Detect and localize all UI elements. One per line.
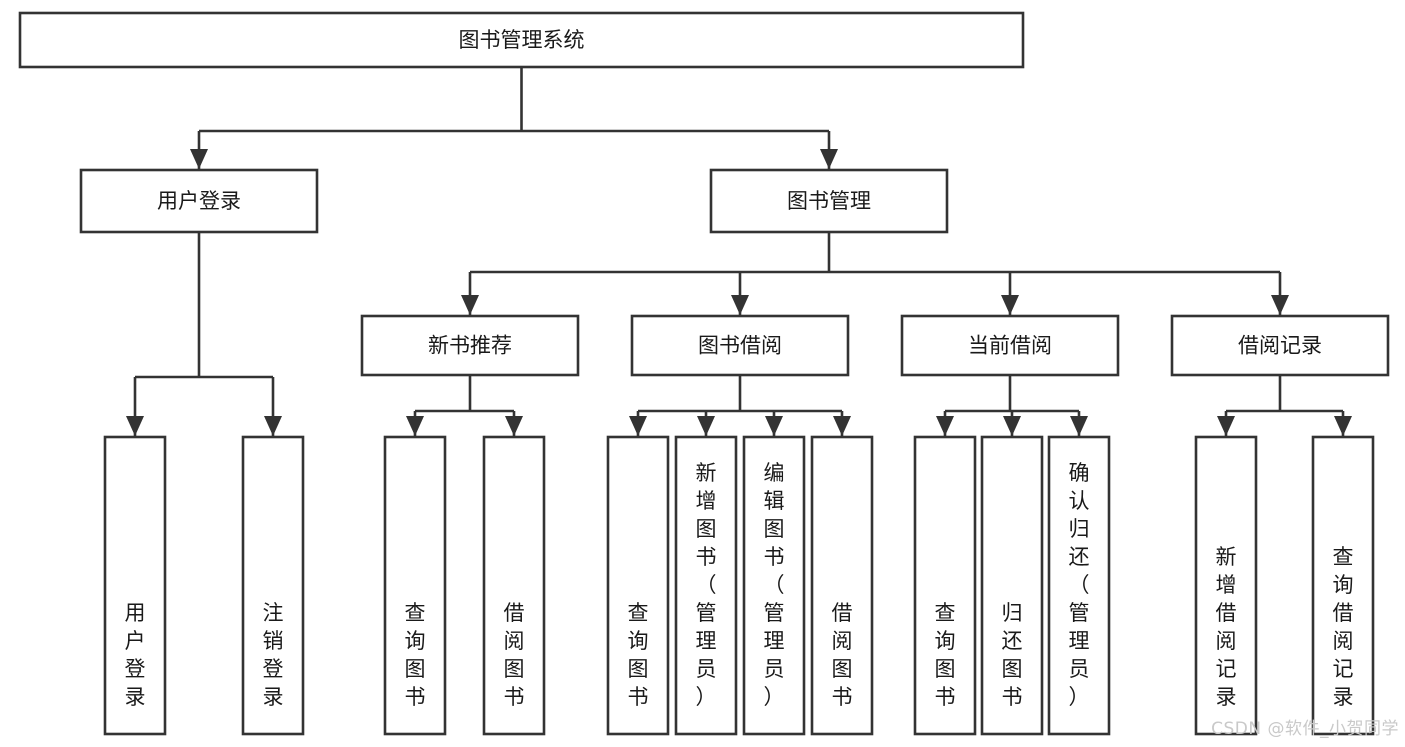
node-leaf-return-book-box — [980, 435, 1044, 736]
root-to-level2-arrow — [190, 149, 208, 169]
node-leaf-edit-book-label: 编辑图书（管理员） — [764, 461, 785, 709]
csdn-watermark: CSDN @软件_小贺同学 — [1211, 719, 1399, 739]
node-leaf-add-book[interactable]: 新增图书（管理员） — [674, 435, 738, 736]
node-leaf-borrow-book-recommend-label: 借阅图书 — [504, 601, 525, 709]
node-leaf-query-record-box — [1311, 435, 1375, 736]
node-leaf-confirm-return-label: 确认归还（管理员） — [1069, 461, 1090, 709]
node-leaf-logout-label: 注销登录 — [263, 601, 284, 709]
node-current-borrow-label: 当前借阅 — [968, 334, 1052, 358]
node-leaf-add-record[interactable]: 新增借阅记录 — [1194, 435, 1258, 736]
node-current-borrow[interactable]: 当前借阅 — [900, 314, 1120, 377]
node-leaf-return-book[interactable]: 归还图书 — [980, 435, 1044, 736]
node-leaf-confirm-return-box — [1047, 435, 1111, 736]
node-leaf-add-book-label: 新增图书（管理员） — [696, 461, 717, 709]
node-leaf-logout-box — [241, 435, 305, 736]
node-leaf-query-book-current[interactable]: 查询图书 — [913, 435, 977, 736]
node-book-borrow[interactable]: 图书借阅 — [630, 314, 850, 377]
node-new-book-recommend[interactable]: 新书推荐 — [360, 314, 580, 377]
node-root[interactable]: 图书管理系统 — [18, 11, 1025, 69]
node-root-label: 图书管理系统 — [459, 28, 585, 52]
node-borrow-record-box — [1170, 314, 1390, 377]
root-to-level2-arrow — [820, 149, 838, 169]
node-leaf-logout[interactable]: 注销登录 — [241, 435, 305, 736]
node-leaf-query-book-borrow[interactable]: 查询图书 — [606, 435, 670, 736]
node-leaf-query-record[interactable]: 查询借阅记录 — [1311, 435, 1375, 736]
node-leaf-user-login[interactable]: 用户登录 — [103, 435, 167, 736]
borrow-record-to-leaves-arrow — [1217, 416, 1235, 436]
node-leaf-edit-book-box — [742, 435, 806, 736]
node-leaf-add-record-label: 新增借阅记录 — [1216, 545, 1237, 709]
node-leaf-borrow-book-recommend[interactable]: 借阅图书 — [482, 435, 546, 736]
connector-layer — [126, 67, 1352, 436]
node-root-box — [18, 11, 1025, 69]
node-leaf-borrow-book-recommend-box — [482, 435, 546, 736]
node-new-book-recommend-label: 新书推荐 — [428, 334, 512, 358]
node-leaf-edit-book[interactable]: 编辑图书（管理员） — [742, 435, 806, 736]
node-leaf-borrow-book[interactable]: 借阅图书 — [810, 435, 874, 736]
node-user-login-label: 用户登录 — [157, 189, 241, 213]
node-book-management-label: 图书管理 — [787, 189, 871, 213]
node-book-borrow-box — [630, 314, 850, 377]
node-leaf-return-book-label: 归还图书 — [1002, 601, 1023, 709]
node-book-management-box — [709, 168, 949, 234]
node-leaf-confirm-return[interactable]: 确认归还（管理员） — [1047, 435, 1111, 736]
book-management-to-level3-arrow — [731, 295, 749, 315]
node-user-login-box — [79, 168, 319, 234]
node-leaf-query-book-borrow-label: 查询图书 — [628, 601, 649, 709]
node-leaf-query-book-recommend-label: 查询图书 — [405, 601, 426, 709]
book-management-to-level3-arrow — [461, 295, 479, 315]
node-leaf-query-book-borrow-box — [606, 435, 670, 736]
node-user-login[interactable]: 用户登录 — [79, 168, 319, 234]
new-book-recommend-to-leaves-arrow — [406, 416, 424, 436]
node-layer: 图书管理系统用户登录图书管理新书推荐图书借阅当前借阅借阅记录用户登录注销登录查询… — [18, 11, 1390, 736]
node-leaf-user-login-box — [103, 435, 167, 736]
current-borrow-to-leaves-arrow — [1070, 416, 1088, 436]
current-borrow-to-leaves-arrow — [936, 416, 954, 436]
book-borrow-to-leaves-arrow — [833, 416, 851, 436]
node-borrow-record[interactable]: 借阅记录 — [1170, 314, 1390, 377]
node-book-management[interactable]: 图书管理 — [709, 168, 949, 234]
node-leaf-borrow-book-label: 借阅图书 — [832, 601, 853, 709]
current-borrow-to-leaves-arrow — [1003, 416, 1021, 436]
node-leaf-query-record-label: 查询借阅记录 — [1333, 545, 1354, 709]
node-new-book-recommend-box — [360, 314, 580, 377]
book-borrow-to-leaves-arrow — [765, 416, 783, 436]
node-leaf-user-login-label: 用户登录 — [125, 601, 146, 709]
node-current-borrow-box — [900, 314, 1120, 377]
node-leaf-query-book-current-label: 查询图书 — [935, 601, 956, 709]
node-leaf-query-book-recommend-box — [383, 435, 447, 736]
borrow-record-to-leaves-arrow — [1334, 416, 1352, 436]
node-leaf-query-book-recommend[interactable]: 查询图书 — [383, 435, 447, 736]
node-borrow-record-label: 借阅记录 — [1238, 334, 1322, 358]
user-login-to-leaves-arrow — [264, 416, 282, 436]
book-management-to-level3-arrow — [1271, 295, 1289, 315]
book-borrow-to-leaves-arrow — [697, 416, 715, 436]
node-leaf-add-book-box — [674, 435, 738, 736]
node-leaf-borrow-book-box — [810, 435, 874, 736]
new-book-recommend-to-leaves-arrow — [505, 416, 523, 436]
book-borrow-to-leaves-arrow — [629, 416, 647, 436]
book-management-to-level3-arrow — [1001, 295, 1019, 315]
node-book-borrow-label: 图书借阅 — [698, 334, 782, 358]
node-leaf-query-book-current-box — [913, 435, 977, 736]
user-login-to-leaves-arrow — [126, 416, 144, 436]
node-leaf-add-record-box — [1194, 435, 1258, 736]
